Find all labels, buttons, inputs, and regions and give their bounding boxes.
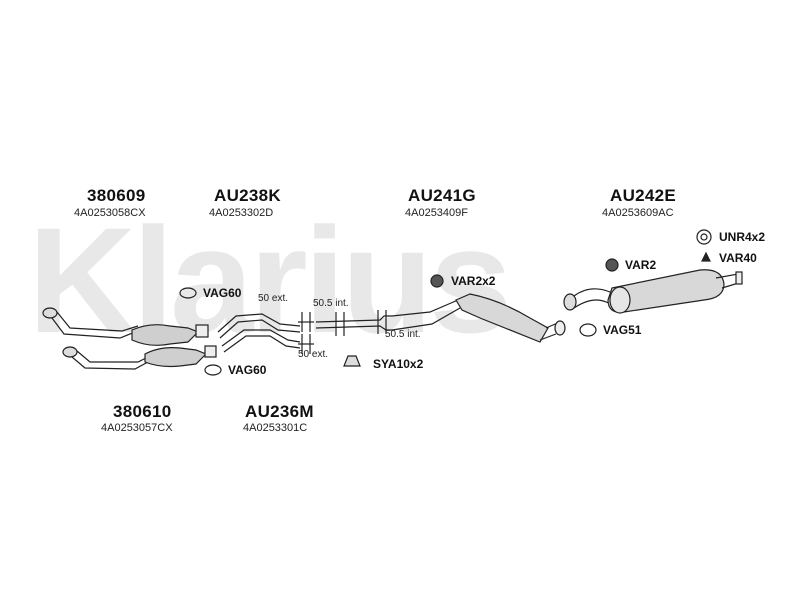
part-code-380610: 380610 <box>113 402 172 421</box>
dimension-label-50-5-int-right: 50.5 int. <box>385 329 421 340</box>
dimension-label-50-ext-bottom: 50 ext. <box>298 349 329 360</box>
clamp-icon-sya10x2 <box>343 355 361 367</box>
fitting-label-vag60-top: VAG60 <box>203 286 242 300</box>
ring-icon-vag60-bottom <box>204 364 222 376</box>
fitting-label-var40: VAR40 <box>719 251 757 265</box>
dimension-label-50-ext-top: 50 ext. <box>258 293 289 304</box>
rubber-mount-icon-var2x2 <box>430 274 444 288</box>
part-code-au238k: AU238K <box>214 186 281 205</box>
part-code-au242e: AU242E <box>610 186 677 205</box>
bracket-icon-var40 <box>701 251 711 262</box>
centre-silencer <box>315 293 566 343</box>
part-ref-380609: 4A0253058CX <box>74 207 146 219</box>
part-ref-au238k: 4A0253302D <box>209 207 274 219</box>
part-ref-380610: 4A0253057CX <box>101 422 173 434</box>
fitting-label-vag60-bottom: VAG60 <box>228 363 267 377</box>
part-ref-au241g: 4A0253409F <box>405 207 468 219</box>
rear-silencer <box>563 269 743 314</box>
part-ref-au242e: 4A0253609AC <box>602 207 674 219</box>
ring-icon-vag60-top <box>179 287 197 299</box>
intermediate-pipes <box>217 312 314 354</box>
fitting-label-var2: VAR2 <box>625 258 657 272</box>
nut-icon-unr4x2 <box>696 229 712 245</box>
fitting-icons <box>179 229 712 376</box>
fitting-label-sya10x2: SYA10x2 <box>373 357 424 371</box>
ring-icon-vag51 <box>579 323 597 337</box>
front-pipe-upper <box>42 307 209 346</box>
part-ref-au236m: 4A0253301C <box>243 422 308 434</box>
dimension-label-50-5-int-top: 50.5 int. <box>313 298 349 309</box>
fitting-label-unr4x2: UNR4x2 <box>719 230 766 244</box>
fitting-label-var2x2: VAR2x2 <box>451 274 496 288</box>
part-code-au241g: AU241G <box>408 186 476 205</box>
part-code-380609: 380609 <box>87 186 146 205</box>
front-pipe-lower <box>62 345 217 370</box>
part-code-au236m: AU236M <box>245 402 314 421</box>
rubber-mount-icon-var2 <box>605 258 619 272</box>
fitting-label-vag51: VAG51 <box>603 323 642 337</box>
